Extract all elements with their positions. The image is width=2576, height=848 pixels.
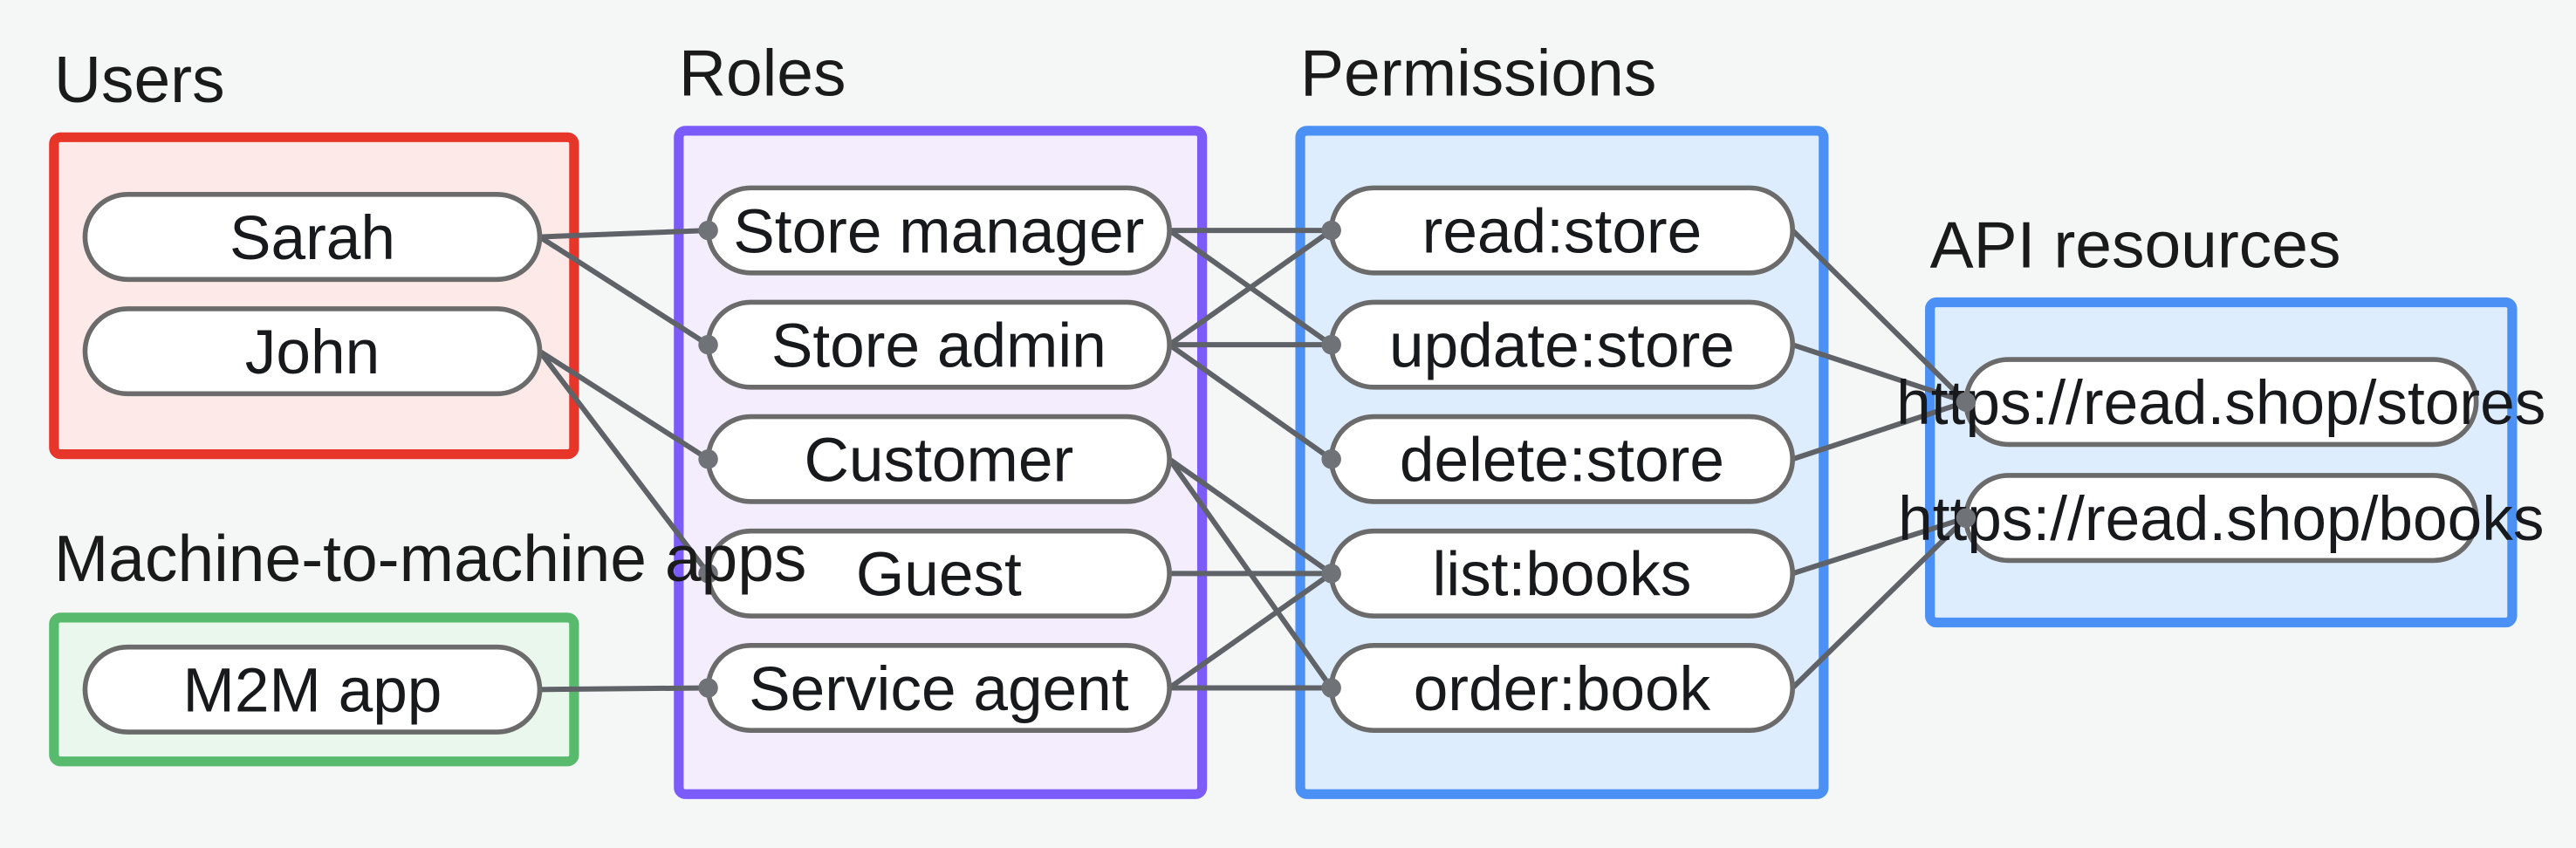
node-label-resstores: https://read.shop/stores xyxy=(1896,369,2545,438)
group-box-users xyxy=(49,132,579,460)
edge-storeadmin-to-readstore xyxy=(1168,228,1333,347)
node-label-readstore: read:store xyxy=(1422,197,1702,266)
edge-endpoint-orderbook xyxy=(1321,678,1341,698)
node-label-storeadmin: Store admin xyxy=(771,312,1106,381)
node-label-orderbook: order:book xyxy=(1414,655,1711,724)
edge-endpoint-readstore xyxy=(1321,220,1341,241)
node-label-storemgr: Store manager xyxy=(733,197,1144,266)
edge-endpoint-customer xyxy=(698,449,718,469)
edge-sarah-to-storemgr xyxy=(539,228,709,240)
node-label-guest: Guest xyxy=(856,541,1022,610)
edge-readstore-to-resstores xyxy=(1791,228,1969,404)
group-label-users: Users xyxy=(54,43,225,116)
edge-endpoint-listbooks xyxy=(1321,564,1341,584)
edge-endpoint-updstore xyxy=(1321,334,1341,355)
edge-orderbook-to-resbooks xyxy=(1791,516,1968,690)
edge-endpoint-storeadmin xyxy=(698,334,718,355)
edge-m2mapp-to-svcagent xyxy=(539,685,709,693)
edge-john-to-guest xyxy=(538,349,710,576)
edge-endpoint-svcagent xyxy=(698,678,718,698)
edge-storeadmin-to-delstore xyxy=(1168,342,1333,462)
edge-sarah-to-storeadmin xyxy=(538,235,710,347)
node-sarah[interactable] xyxy=(82,192,543,283)
edge-endpoint-resstores xyxy=(1956,392,1977,412)
edge-customer-to-listbooks xyxy=(1168,456,1333,576)
node-label-updstore: update:store xyxy=(1389,312,1735,381)
node-label-delstore: delete:store xyxy=(1400,427,1724,496)
group-box-api xyxy=(1925,297,2518,628)
edge-delstore-to-resstores xyxy=(1792,399,1967,462)
edge-endpoint-delstore xyxy=(1321,449,1341,469)
edge-endpoint-storemgr xyxy=(698,220,718,241)
node-john[interactable] xyxy=(82,306,543,397)
edge-listbooks-to-resbooks xyxy=(1792,515,1967,577)
group-label-permissions: Permissions xyxy=(1300,37,1656,110)
edge-svcagent-to-listbooks xyxy=(1168,571,1333,690)
edge-endpoint-guest xyxy=(698,564,718,584)
edges-layer xyxy=(538,228,1969,693)
edge-updstore-to-resstores xyxy=(1792,342,1967,405)
edge-john-to-customer xyxy=(538,349,710,462)
node-label-resbooks: https://read.shop/books xyxy=(1898,485,2544,554)
group-label-api: API resources xyxy=(1930,208,2341,281)
group-label-m2m: Machine-to-machine apps xyxy=(54,522,807,595)
node-label-listbooks: list:books xyxy=(1433,541,1692,610)
node-m2mapp[interactable] xyxy=(82,644,543,735)
edge-endpoint-resbooks xyxy=(1956,508,1977,528)
node-label-sarah: Sarah xyxy=(230,204,395,273)
node-label-customer: Customer xyxy=(804,427,1073,496)
node-label-m2mapp: M2M app xyxy=(183,657,442,726)
group-label-roles: Roles xyxy=(679,37,846,110)
node-label-svcagent: Service agent xyxy=(749,655,1129,724)
endpoints-layer xyxy=(698,220,1977,698)
node-label-john: John xyxy=(245,318,380,387)
